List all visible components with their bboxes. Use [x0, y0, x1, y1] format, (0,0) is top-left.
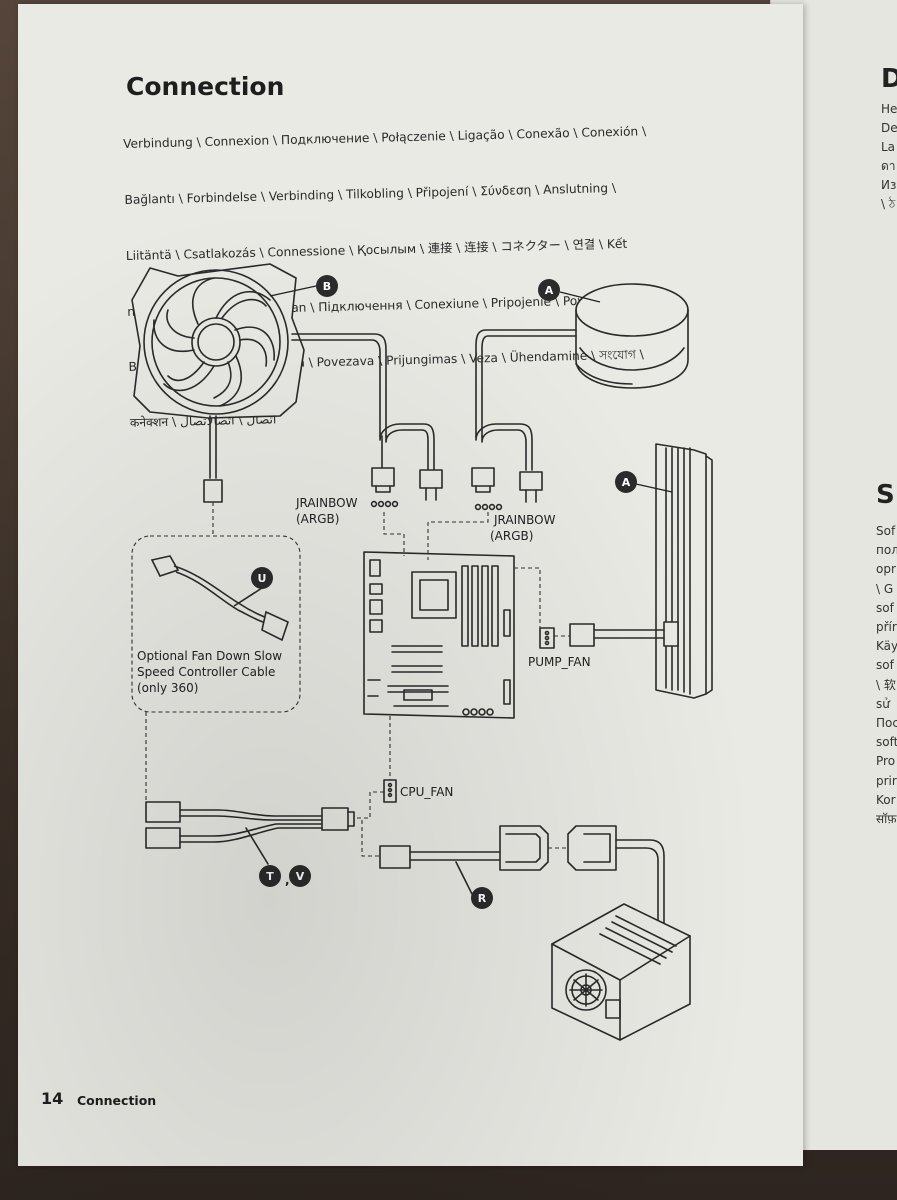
- optional-cable-line1: Optional Fan Down Slow: [137, 649, 282, 663]
- badge-b-text: B: [323, 280, 331, 293]
- rp-line: пол: [876, 543, 897, 558]
- rp-line: He: [881, 102, 897, 116]
- rp-line: ดา: [881, 159, 896, 173]
- right-page-text-top: He De La ดา Из \ ঠ: [881, 100, 897, 214]
- badge-u: U: [251, 567, 273, 589]
- badge-t-text: T: [266, 870, 274, 883]
- right-page-heading-s: S: [876, 480, 895, 510]
- page-number: 14: [41, 1089, 64, 1108]
- optional-cable-line2: Speed Controller Cable: [137, 665, 275, 679]
- badge-t: T: [259, 865, 281, 887]
- jrainbow-right-label: JRAINBOW: [493, 513, 556, 527]
- pump-fan-header: [539, 627, 555, 649]
- y-splitter-cable: [145, 801, 355, 865]
- rp-line: sof: [876, 658, 894, 673]
- footer-section-label: Connection: [77, 1093, 157, 1108]
- rp-line: De: [881, 121, 897, 135]
- badge-a-radiator-text: A: [622, 476, 631, 489]
- badge-v-text: V: [296, 870, 305, 883]
- jrainbow-header-right: [474, 503, 503, 511]
- pump-fan-label: PUMP_FAN: [528, 655, 591, 669]
- page-title: Connection: [126, 72, 285, 101]
- badge-r-text: R: [478, 892, 487, 905]
- rp-line: soft: [876, 735, 897, 750]
- fan-b: [131, 263, 387, 503]
- cpu-fan-label: CPU_FAN: [400, 785, 453, 799]
- radiator-a: [569, 443, 713, 699]
- dashed-connections: [131, 502, 570, 857]
- rp-line: Kor: [876, 792, 896, 807]
- rp-line: La: [881, 140, 896, 154]
- rp-line: \ ঠ: [881, 197, 896, 211]
- cpu-fan-header: [383, 779, 397, 803]
- jrainbow-header-left: [370, 500, 399, 508]
- rp-line: prir: [876, 773, 897, 788]
- rp-line: Из: [881, 178, 897, 192]
- rp-line: opr: [876, 562, 896, 577]
- power-supply: [551, 903, 691, 1041]
- motherboard: [363, 551, 515, 719]
- jrainbow-left-label: JRAINBOW: [295, 496, 358, 510]
- right-page-heading: D: [881, 64, 897, 94]
- badge-comma: ,: [285, 873, 290, 887]
- right-page-text-bottom: Sof пол opr \ G sof přír Käy sof \ 软 sử …: [876, 522, 897, 829]
- badges: B A A U T , V R: [251, 275, 673, 909]
- badge-b: B: [269, 275, 338, 297]
- badge-r: R: [471, 887, 493, 909]
- rp-line: Sof: [876, 524, 896, 538]
- badge-u-text: U: [258, 572, 267, 585]
- argb-splitter-left: [371, 423, 443, 501]
- rp-line: přír: [876, 620, 897, 635]
- badge-a-radiator: A: [615, 471, 673, 493]
- rp-line: सॉफ़: [876, 812, 897, 827]
- rp-line: \ 软: [876, 677, 896, 692]
- pump-a: [475, 283, 689, 437]
- molex-cable-r: [379, 825, 665, 937]
- argb-splitter-right: [471, 423, 543, 503]
- fan-slow-cable-u: [150, 555, 289, 642]
- rp-line: Pro: [876, 754, 896, 769]
- rp-line: sử: [876, 696, 890, 711]
- badge-v: V: [289, 865, 311, 887]
- rp-line: sof: [876, 600, 894, 615]
- jrainbow-left-sublabel: (ARGB): [296, 512, 339, 526]
- rp-line: Käy: [876, 639, 897, 654]
- diagram-labels: JRAINBOW (ARGB) JRAINBOW (ARGB) PUMP_FAN…: [137, 496, 591, 799]
- optional-cable-line3: (only 360): [137, 681, 198, 695]
- rp-line: Пос: [876, 716, 897, 731]
- badge-a-pump-text: A: [545, 284, 554, 297]
- badge-a-pump: A: [538, 279, 601, 303]
- rp-line: \ G: [876, 581, 894, 596]
- jrainbow-right-sublabel: (ARGB): [490, 529, 533, 543]
